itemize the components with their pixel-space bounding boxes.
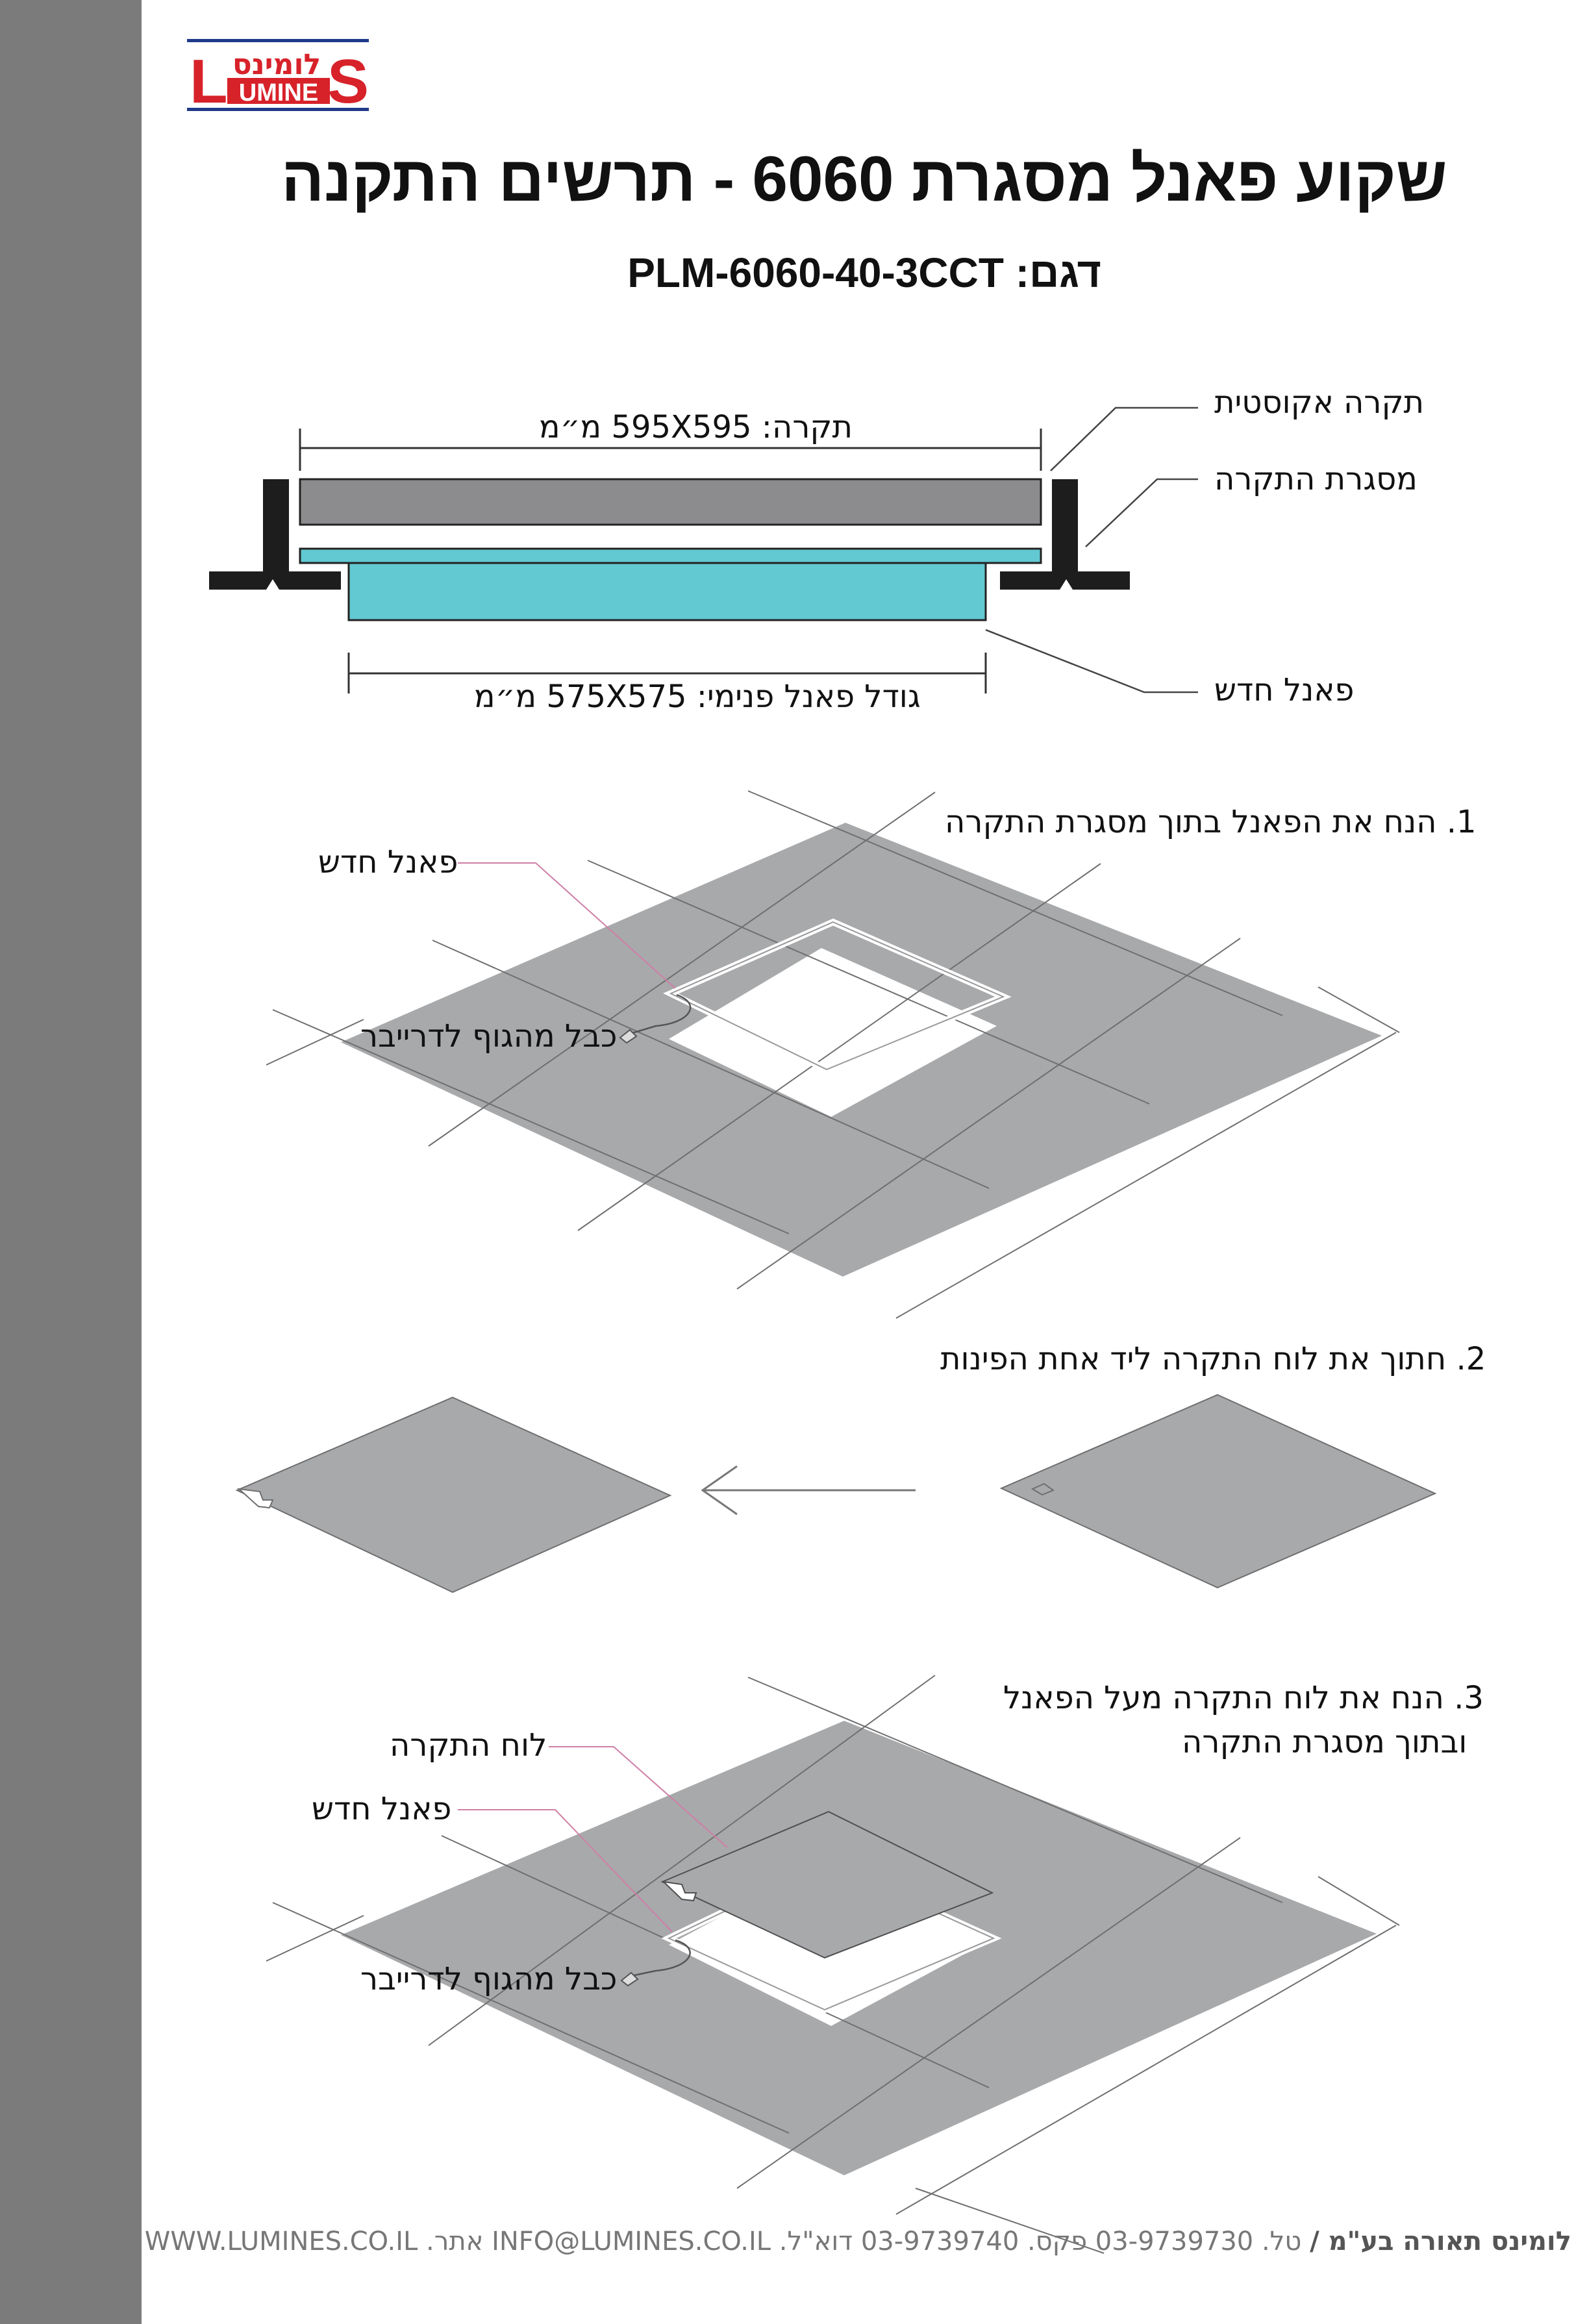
tile-above xyxy=(660,1810,994,1959)
label-acoustic-ceiling: תקרה אקוסטית xyxy=(1214,384,1425,421)
panel-flange xyxy=(299,547,1042,564)
cross-section-diagram xyxy=(209,406,1198,693)
step1-label-cable: כבל מהגוף לדרייבר xyxy=(360,1018,618,1055)
dimension-ceiling: תקרה: 595X595 מ״מ xyxy=(539,409,853,445)
tile-cut xyxy=(235,1396,672,1593)
step3-label-cable: כבל מהגוף לדרייבר xyxy=(360,1961,618,1997)
step1-text: 1. הנח את הפאנל בתוך מסגרת התקרה xyxy=(945,804,1477,840)
acoustic-ceiling-tile xyxy=(299,478,1042,526)
svg-text:S: S xyxy=(327,47,369,116)
step2-text: 2. חתוך את לוח התקרה ליד אחת הפינות xyxy=(940,1341,1486,1377)
model-number: דגם: PLM-6060-40-3CCT xyxy=(627,249,1101,296)
label-ceiling-frame: מסגרת התקרה xyxy=(1214,461,1418,497)
svg-text:L: L xyxy=(190,47,228,116)
step3-text-line1: 3. הנח את לוח התקרה מעל הפאנל xyxy=(1003,1680,1484,1716)
footer-details: טל. 03-9739730 פקס. 03-9739740 דוא"ל. IN… xyxy=(144,2227,1302,2256)
footer-contact: לומינס תאורה בע"מ / טל. 03-9739730 פקס. … xyxy=(145,2223,1571,2260)
step3-label-panel: פאנל חדש xyxy=(312,1791,452,1827)
logo-hebrew: לומינס xyxy=(232,48,321,81)
step1-diagram xyxy=(266,790,1400,1319)
step3-text-line2: ובתוך מסגרת התקרה xyxy=(1182,1724,1468,1760)
tile-original xyxy=(999,1393,1437,1589)
footer-company: לומינס תאורה בע"מ / xyxy=(1310,2227,1571,2256)
svg-text:UMINE: UMINE xyxy=(239,79,318,106)
label-new-panel: פאנל חדש xyxy=(1214,672,1355,708)
step3-label-tile: לוח התקרה xyxy=(390,1727,547,1764)
dimension-panel: גודל פאנל פנימי: 575X575 מ״מ xyxy=(474,679,921,715)
panel-body xyxy=(347,562,987,621)
step1-label-panel: פאנל חדש xyxy=(318,844,458,881)
frame-right xyxy=(1000,479,1130,590)
step2-diagram xyxy=(235,1393,1437,1593)
side-bar xyxy=(0,0,142,2324)
lumines-logo: L S לומינס UMINE xyxy=(187,38,369,116)
page-title: שקוע פאנל מסגרת 6060 - תרשים התקנה xyxy=(281,143,1447,214)
step3-diagram xyxy=(266,1675,1400,2254)
frame-left xyxy=(209,479,341,590)
